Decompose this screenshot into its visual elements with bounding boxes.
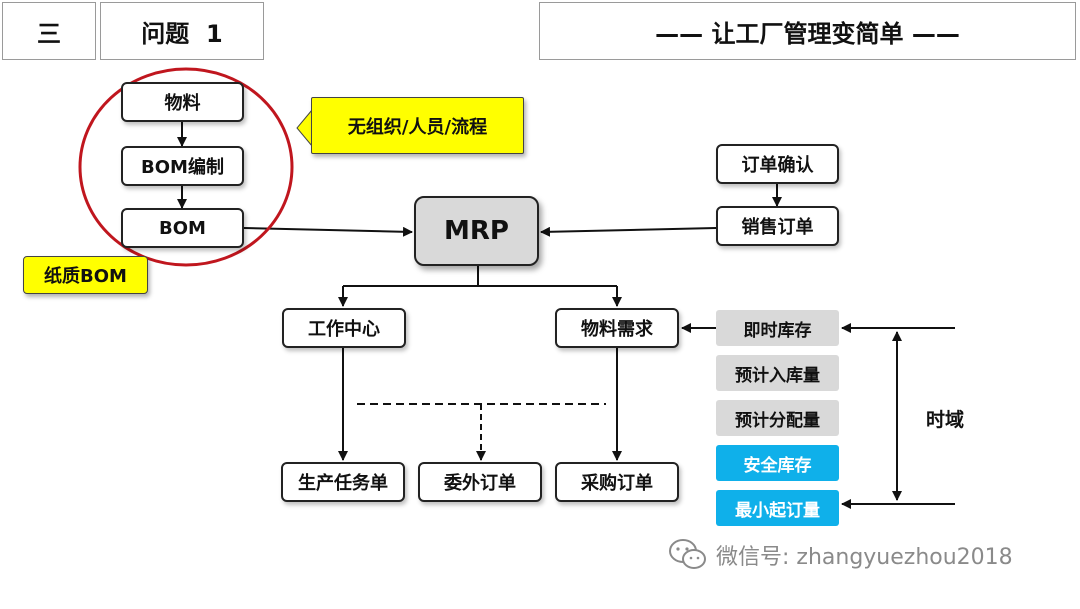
watermark: 微信号: zhangyuezhou2018 xyxy=(668,538,1013,572)
arrow-bom-to-mrp xyxy=(243,226,413,237)
expected-inbound-label: 预计入库量 xyxy=(735,365,820,386)
watermark-text: 微信号: zhangyuezhou2018 xyxy=(716,545,1013,570)
instant-stock-label: 即时库存 xyxy=(743,320,812,341)
bom-label: BOM xyxy=(159,217,206,239)
highlight-circle xyxy=(78,67,294,267)
safety-stock-label: 安全库存 xyxy=(743,455,812,476)
page-title: —— 让工厂管理变简单 —— xyxy=(655,19,960,48)
paper-bom-text: 纸质BOM xyxy=(44,266,127,287)
instant-stock-box: 即时库存 xyxy=(716,310,839,346)
order-confirm-node: 订单确认 xyxy=(716,144,839,184)
outsource-order-node: 委外订单 xyxy=(418,462,542,502)
sales-order-node: 销售订单 xyxy=(716,206,839,246)
bom-edit-label: BOM编制 xyxy=(141,157,224,178)
mrp-label: MRP xyxy=(444,216,509,246)
question-box: 问题 1 xyxy=(100,2,264,60)
sales-order-label: 销售订单 xyxy=(741,217,814,238)
no-organization-text: 无组织/人员/流程 xyxy=(347,116,488,138)
work-center-label: 工作中心 xyxy=(308,319,380,340)
no-organization-callout: 无组织/人员/流程 xyxy=(311,97,524,154)
section-number-box: 三 xyxy=(2,2,96,60)
bom-node: BOM xyxy=(121,208,244,248)
bom-edit-node: BOM编制 xyxy=(121,146,244,186)
safety-stock-box: 安全库存 xyxy=(716,445,839,481)
mrp-node: MRP xyxy=(414,196,539,266)
paper-bom-label: 纸质BOM xyxy=(23,256,148,294)
material-demand-node: 物料需求 xyxy=(555,308,679,348)
purchase-order-node: 采购订单 xyxy=(555,462,679,502)
material-label: 物料 xyxy=(164,93,201,114)
question-label: 问题 1 xyxy=(141,19,223,48)
min-order-box: 最小起订量 xyxy=(716,490,839,526)
outsource-order-label: 委外订单 xyxy=(444,473,516,494)
purchase-order-label: 采购订单 xyxy=(581,473,653,494)
title-box: —— 让工厂管理变简单 —— xyxy=(539,2,1076,60)
time-domain-label: 时域 xyxy=(926,409,965,431)
material-demand-label: 物料需求 xyxy=(581,319,653,340)
order-confirm-label: 订单确认 xyxy=(741,155,814,176)
section-number: 三 xyxy=(37,19,61,48)
expected-allocation-box: 预计分配量 xyxy=(716,400,839,436)
work-center-node: 工作中心 xyxy=(282,308,406,348)
production-order-node: 生产任务单 xyxy=(281,462,405,502)
material-node: 物料 xyxy=(121,82,244,122)
wechat-icon xyxy=(669,539,706,569)
expected-allocation-label: 预计分配量 xyxy=(735,410,820,431)
expected-inbound-box: 预计入库量 xyxy=(716,355,839,391)
min-order-label: 最小起订量 xyxy=(735,500,820,521)
arrow-sales-to-mrp xyxy=(540,226,717,237)
production-order-label: 生产任务单 xyxy=(298,473,388,494)
